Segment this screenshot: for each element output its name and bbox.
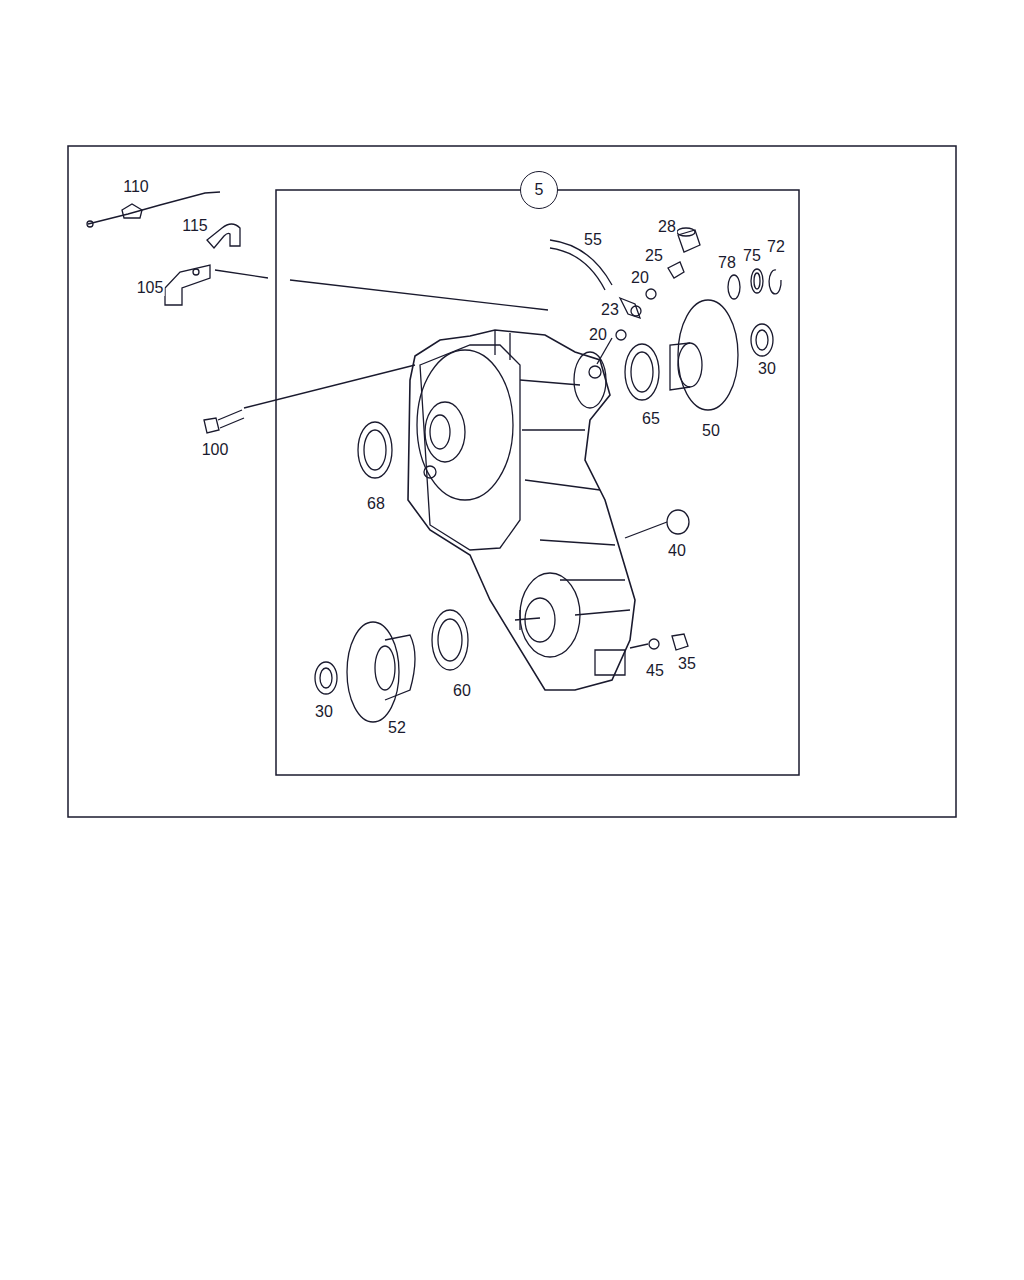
callout-number: 30 xyxy=(314,704,334,720)
callout-number: 45 xyxy=(645,663,665,679)
callout-number: 68 xyxy=(366,496,386,512)
callout-number: 50 xyxy=(701,423,721,439)
callout-number: 23 xyxy=(600,302,620,318)
callout-number: 75 xyxy=(742,248,762,264)
callout-number: 78 xyxy=(717,255,737,271)
callout-number: 65 xyxy=(641,411,661,427)
callout-number: 20 xyxy=(630,270,650,286)
callout-circle: 5 xyxy=(520,171,558,209)
callout-number: 52 xyxy=(387,720,407,736)
callout-number: 60 xyxy=(452,683,472,699)
callout-number: 105 xyxy=(136,280,165,296)
callout-number: 72 xyxy=(766,239,786,255)
callout-number: 35 xyxy=(677,656,697,672)
callout-number: 55 xyxy=(583,232,603,248)
callout-number: 5 xyxy=(535,181,544,199)
callout-number: 25 xyxy=(644,248,664,264)
callout-number: 115 xyxy=(181,218,209,234)
callout-number: 100 xyxy=(201,442,230,458)
callout-number: 40 xyxy=(667,543,687,559)
callout-number: 110 xyxy=(122,179,150,195)
callout-number: 30 xyxy=(757,361,777,377)
callout-number: 20 xyxy=(588,327,608,343)
callout-number: 28 xyxy=(657,219,677,235)
